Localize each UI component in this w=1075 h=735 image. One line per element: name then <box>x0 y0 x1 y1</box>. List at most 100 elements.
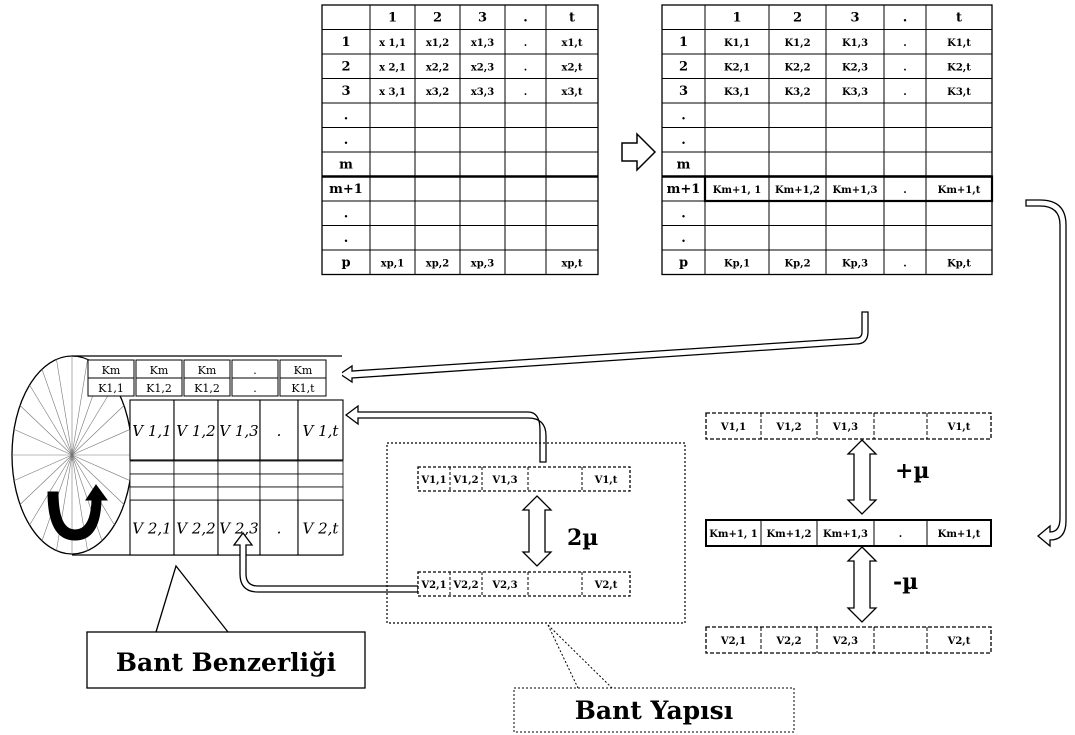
band-cell: V2,t <box>947 636 971 647</box>
grid-cell: . <box>903 185 906 196</box>
cylinder-v-cell: V 2,3 <box>219 520 258 538</box>
grid-cell: x1,3 <box>471 38 494 49</box>
cylinder-v-cell: V 2,2 <box>176 520 215 538</box>
band-cell: . <box>899 529 902 540</box>
cylinder-k-cell: K1,1 <box>98 382 124 395</box>
to-cylinder-arrow <box>340 312 868 382</box>
band-cell: Km+1,t <box>938 529 981 540</box>
band-cell: V2,1 <box>420 580 446 591</box>
grid-cell: x3,3 <box>471 87 494 98</box>
grid-cell: K3,3 <box>842 87 868 98</box>
cylinder-v-cell: V 1,1 <box>132 422 171 440</box>
grid-row-label: 1 <box>679 35 688 50</box>
grid-row-label: 3 <box>341 84 350 99</box>
band-structure-label: Bant Yapısı <box>575 696 733 725</box>
right-hook-arrow <box>1026 200 1066 546</box>
grid-header-cell: 3 <box>478 10 487 25</box>
grid-row-label: . <box>681 206 686 221</box>
grid-cell: Kp,t <box>947 258 971 269</box>
grid-cell: x3,t <box>561 87 582 98</box>
grid-cell: Kp,2 <box>784 258 810 269</box>
grid-cell: x3,2 <box>426 87 449 98</box>
grid-cell: Kp,1 <box>724 258 750 269</box>
grid-cell: . <box>903 62 906 73</box>
grid-cell: x1,2 <box>426 38 449 49</box>
band-cell: Km+1,2 <box>766 529 811 540</box>
grid-header-cell: 2 <box>433 10 442 25</box>
band-cell: V2,1 <box>720 636 746 647</box>
cylinder-k-cell: . <box>253 364 257 377</box>
cylinder-k-cell: Km <box>102 364 121 377</box>
grid-cell: K3,1 <box>724 87 750 98</box>
band-cell: V1,3 <box>491 475 517 486</box>
grid-row-label: . <box>681 133 686 148</box>
grid-cell: Km+1, 1 <box>713 185 762 196</box>
band-cell: V2,3 <box>832 636 858 647</box>
grid-cell: K1,1 <box>724 38 750 49</box>
cylinder-k-cell: K1,2 <box>194 382 220 395</box>
label-minus-mu: -µ <box>893 569 918 595</box>
grid-cell: x1,t <box>561 38 582 49</box>
cylinder-v-cell: . <box>277 422 282 440</box>
band-cell: V2,2 <box>775 636 801 647</box>
grid-header-cell: 3 <box>850 10 859 25</box>
right-band-row-v2: V2,1 V2,2 V2,3 V2,t <box>706 627 991 653</box>
label-2mu: 2µ <box>567 525 598 551</box>
grid-row-label: m <box>677 157 691 172</box>
grid-cell: x2,3 <box>471 62 494 73</box>
grid-cell: x 1,1 <box>379 38 406 49</box>
band-cell: V1,1 <box>420 475 446 486</box>
grid-row-label: . <box>344 231 349 246</box>
band-cell: V1,t <box>594 475 618 486</box>
grid-cell: xp,t <box>561 258 582 269</box>
cylinder-v-cell: V 1,t <box>303 422 340 440</box>
label-plus-mu: +µ <box>895 458 930 484</box>
cylinder-k-cell: Km <box>294 364 313 377</box>
grid-cell: x 3,1 <box>379 87 406 98</box>
grid-header-cell: . <box>903 10 908 25</box>
band-cell: V1,t <box>947 422 971 433</box>
grid-header-cell: 1 <box>732 10 741 25</box>
band-cell: V1,1 <box>720 422 746 433</box>
grid-cell: . <box>903 87 906 98</box>
grid-cell: . <box>903 258 906 269</box>
grid-row-label: 2 <box>679 59 688 74</box>
cylinder-k-cell: . <box>253 382 257 395</box>
grid-cell: K3,t <box>947 87 971 98</box>
grid-cell: K1,t <box>947 38 971 49</box>
cylinder-v-cell: . <box>277 520 282 538</box>
grid-row-label: . <box>681 231 686 246</box>
grid-cell: K2,3 <box>842 62 868 73</box>
grid-cell: K2,t <box>947 62 971 73</box>
grid-cell: . <box>524 62 527 73</box>
grid-cell: x2,t <box>561 62 582 73</box>
grid-cell: . <box>524 38 527 49</box>
cylinder-k-cell: K1,2 <box>146 382 172 395</box>
grid-row-label: . <box>344 108 349 123</box>
grid-row-label: p <box>341 255 350 270</box>
band-cell: V2,t <box>594 580 618 591</box>
cylinder-k-cell: Km <box>198 364 217 377</box>
grid-cell: K1,2 <box>784 38 810 49</box>
cylinder-k-cell: Km <box>150 364 169 377</box>
band-similarity-label: Bant Benzerliği <box>116 648 336 677</box>
grid-header-cell: t <box>956 10 962 25</box>
grid-cell: xp,1 <box>381 258 404 269</box>
grid-header-cell: 1 <box>388 10 397 25</box>
grid-header-cell: 2 <box>793 10 802 25</box>
double-arrow-2mu <box>523 496 551 566</box>
double-arrow-plus-mu <box>848 440 876 514</box>
grid-row-label: 1 <box>341 35 350 50</box>
band-row-v2: V2,1V2,2V2,3V2,t <box>418 572 630 596</box>
band-cell: V2,3 <box>491 580 517 591</box>
grid-row-label: 2 <box>341 59 350 74</box>
grid-header-cell: . <box>523 10 528 25</box>
band-to-cylinder-top-arrow <box>346 406 546 462</box>
band-cell: V1,3 <box>832 422 858 433</box>
grid-cell: Km+1,t <box>938 185 981 196</box>
cylinder-v-cell: V 2,t <box>303 520 340 538</box>
